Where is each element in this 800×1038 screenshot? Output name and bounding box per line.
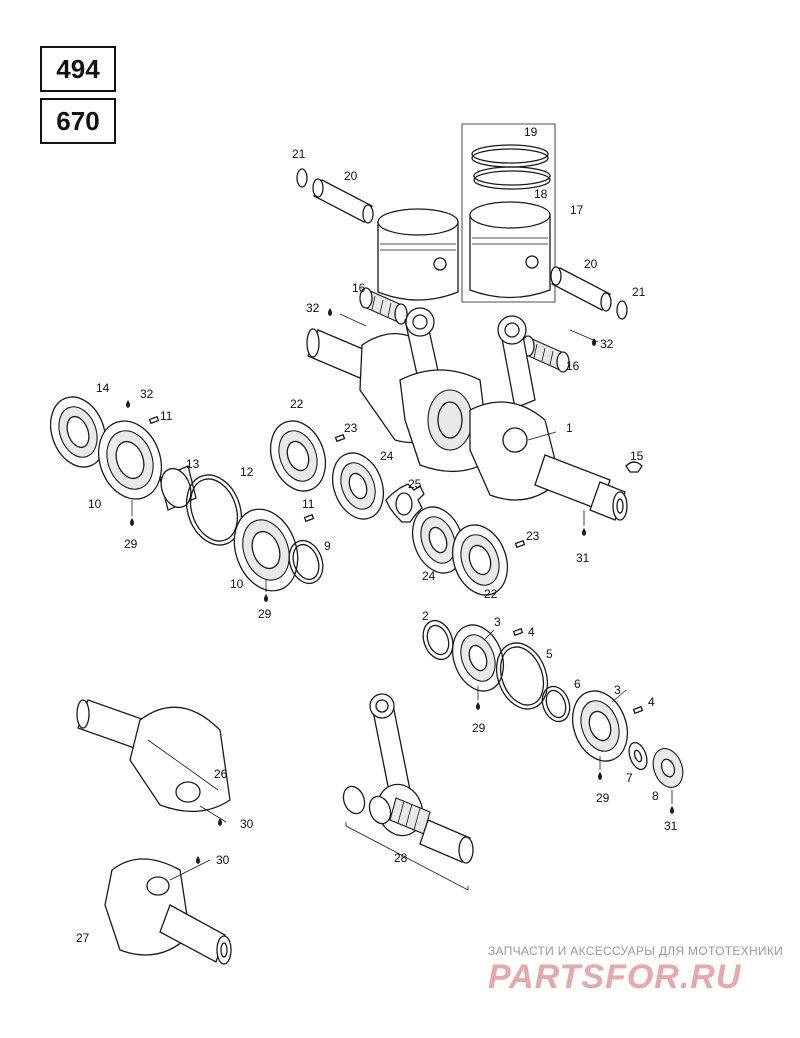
watermark-logo: PARTSFOR.RU [488, 958, 742, 996]
callout-7: 7 [626, 771, 633, 785]
callout-21b: 21 [632, 285, 646, 299]
callout-18: 18 [534, 187, 548, 201]
gear-25 [385, 483, 425, 523]
callout-16a: 16 [352, 281, 366, 295]
watermark-tagline: ЗАПЧАСТИ И АКСЕССУАРЫ ДЛЯ МОТОТЕХНИКИ [488, 944, 784, 958]
pin-23-upper [334, 433, 346, 443]
crankshaft-assembly [306, 307, 628, 521]
callout-11a: 11 [160, 409, 173, 423]
piston-pin-right [550, 266, 612, 312]
callout-24a: 24 [380, 449, 394, 463]
callout-22a: 22 [290, 397, 304, 411]
piston-pin-left [312, 178, 374, 224]
callout-21a: 21 [292, 147, 306, 161]
callout-23a: 23 [344, 421, 358, 435]
callout-24b: 24 [422, 569, 436, 583]
engine-code-670: 670 [40, 98, 116, 144]
oil-seal-left [49, 396, 107, 468]
callout-29a: 29 [124, 537, 138, 551]
ball-bearing-left-upper [98, 420, 162, 500]
callout-28: 28 [394, 851, 408, 865]
callout-31a: 31 [576, 551, 590, 565]
callout-32c: 32 [600, 337, 614, 351]
piston-ring-top [471, 144, 549, 168]
bearing-3-lower [571, 690, 629, 762]
callout-12: 12 [240, 465, 254, 479]
needle-bearing-left [359, 287, 408, 325]
bearing-24-upper [331, 452, 385, 520]
bearing-24-lower [411, 506, 465, 574]
callout-10b: 10 [230, 577, 244, 591]
piston-left [377, 208, 459, 301]
ring-6 [541, 685, 571, 723]
callout-3a: 3 [494, 615, 501, 629]
callout-10a: 10 [88, 497, 102, 511]
callout-30a: 30 [240, 817, 254, 831]
ring-9 [288, 539, 324, 585]
callout-5: 5 [546, 647, 553, 661]
callout-29c: 29 [472, 721, 486, 735]
callout-4b: 4 [648, 695, 655, 709]
callout-29d: 29 [596, 791, 610, 805]
callout-29b: 29 [258, 607, 272, 621]
connecting-rod-kit-28 [342, 693, 474, 891]
circlip-left [296, 168, 308, 188]
leader-lines [131, 313, 673, 881]
o-ring-12 [185, 474, 243, 546]
ring-13 [159, 465, 197, 511]
callout-1: 1 [566, 421, 573, 435]
callout-26: 26 [214, 767, 228, 781]
bearing-22-upper [269, 420, 327, 492]
crank-half-27 [104, 858, 232, 965]
callout-6: 6 [574, 677, 581, 691]
callout-19: 19 [524, 125, 538, 139]
nut-8 [652, 748, 684, 788]
callout-8: 8 [652, 789, 659, 803]
callout-20a: 20 [344, 169, 358, 183]
callout-27: 27 [76, 931, 90, 945]
dowel-pin-lower [303, 513, 315, 523]
callout-2: 2 [422, 609, 429, 623]
callout-14: 14 [96, 381, 110, 395]
circlip-right [616, 300, 628, 320]
callout-22b: 22 [484, 587, 498, 601]
callout-16b: 16 [566, 359, 580, 373]
engine-code-494: 494 [40, 46, 116, 92]
callout-23b: 23 [526, 529, 540, 543]
callout-labels: 1 2 3 3 4 4 5 6 7 8 9 10 10 11 11 12 13 … [76, 125, 678, 945]
bearing-22-lower [451, 524, 509, 596]
ring-2 [422, 619, 454, 661]
callout-9: 9 [324, 539, 331, 553]
key-15 [625, 461, 643, 473]
washer-7 [628, 741, 648, 771]
callout-20b: 20 [584, 257, 598, 271]
callout-4a: 4 [528, 625, 535, 639]
callout-17: 17 [570, 203, 584, 217]
pin-4-lower [632, 705, 644, 715]
piston-ring-bottom [473, 166, 551, 190]
callout-11b: 11 [302, 497, 315, 511]
dowel-pin-upper [148, 415, 160, 425]
callout-32a: 32 [140, 387, 154, 401]
callout-25: 25 [408, 477, 422, 491]
callout-32b: 32 [306, 301, 320, 315]
crank-half-26 [76, 699, 231, 813]
callout-15: 15 [630, 449, 644, 463]
piston-kit-bracket [461, 123, 556, 303]
pin-4-upper [512, 627, 524, 637]
pin-23-lower [514, 539, 526, 549]
ball-bearing-left-lower [233, 508, 299, 592]
lubricant-drop-icon [126, 308, 674, 864]
callout-3b: 3 [614, 683, 621, 697]
callout-31b: 31 [664, 819, 678, 833]
o-ring-5 [495, 642, 549, 710]
piston-right [469, 201, 551, 299]
bearing-3-upper [451, 624, 505, 692]
callout-30b: 30 [216, 853, 230, 867]
callout-13: 13 [186, 457, 200, 471]
